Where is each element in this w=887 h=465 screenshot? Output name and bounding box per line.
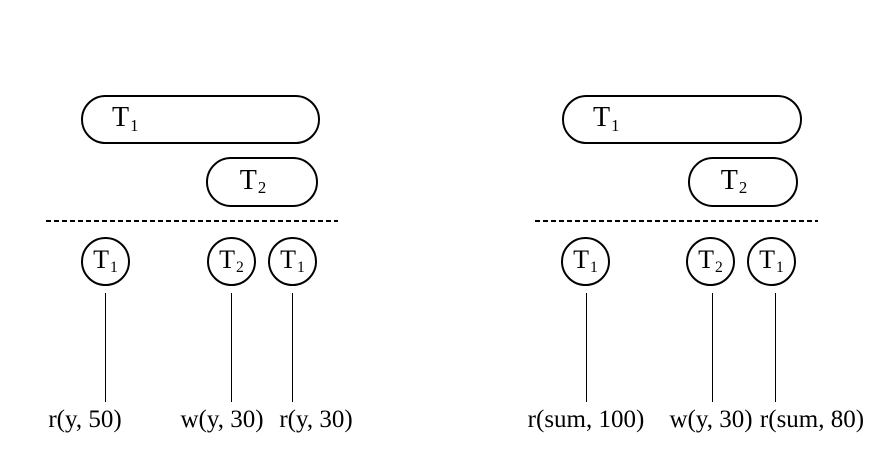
event-node-t1: T1 bbox=[561, 237, 610, 286]
event-node-label: T2 bbox=[698, 245, 723, 277]
operation-label: r(sum, 80) bbox=[759, 406, 865, 433]
transaction-duration-bar-t1: T1 bbox=[562, 95, 802, 144]
operation-label: w(y, 30) bbox=[669, 406, 753, 433]
transaction-bar-label: T1 bbox=[593, 102, 620, 135]
event-node-t1: T1 bbox=[81, 237, 130, 286]
transaction-bar-label: T1 bbox=[112, 102, 139, 135]
event-node-label: T1 bbox=[280, 245, 305, 277]
operation-label: r(y, 30) bbox=[279, 406, 353, 433]
event-node-label: T1 bbox=[573, 245, 598, 277]
operation-label: r(y, 50) bbox=[48, 406, 122, 433]
transaction-duration-bar-t2: T2 bbox=[206, 157, 318, 207]
event-node-label: T1 bbox=[93, 245, 118, 277]
timeline-dashed-divider bbox=[46, 220, 338, 222]
event-connector-line bbox=[586, 293, 587, 402]
transaction-duration-bar-t2: T2 bbox=[688, 157, 798, 207]
transaction-duration-bar-t1: T1 bbox=[81, 95, 320, 144]
event-node-label: T2 bbox=[219, 245, 244, 277]
event-connector-line bbox=[775, 293, 776, 402]
event-connector-line bbox=[231, 293, 232, 402]
timeline-dashed-divider bbox=[535, 220, 818, 222]
event-node-t1b: T1 bbox=[747, 237, 796, 286]
operation-label: w(y, 30) bbox=[180, 406, 264, 433]
event-node-t1b: T1 bbox=[268, 237, 317, 286]
transaction-bar-label: T2 bbox=[239, 164, 267, 198]
transaction-bar-label: T2 bbox=[720, 164, 748, 198]
event-node-t2: T2 bbox=[207, 237, 256, 286]
event-node-label: T1 bbox=[759, 245, 784, 277]
event-node-t2: T2 bbox=[686, 237, 735, 286]
operation-label: r(sum, 100) bbox=[527, 406, 645, 433]
event-connector-line bbox=[105, 293, 106, 402]
event-connector-line bbox=[292, 293, 293, 402]
event-connector-line bbox=[712, 293, 713, 402]
